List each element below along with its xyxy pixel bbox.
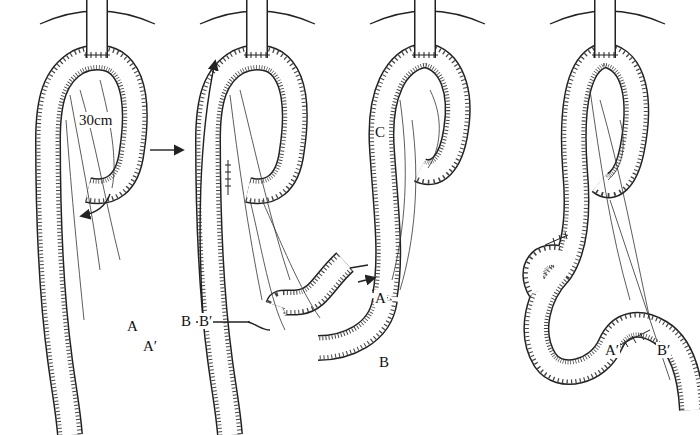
point-label: A′: [604, 342, 620, 358]
point-label: B: [180, 313, 192, 329]
point-label: 30cm: [78, 112, 113, 128]
bowel-loops: [48, 0, 692, 435]
point-label: B′: [198, 313, 213, 329]
point-label: C: [374, 124, 386, 140]
point-label: B′: [656, 342, 671, 358]
mesentery-vessels: [66, 80, 670, 380]
staple-line: [84, 52, 650, 347]
point-label: A′: [142, 338, 158, 354]
point-label: B: [378, 354, 390, 370]
diaphragm-arc: [40, 11, 665, 24]
point-label: A: [126, 318, 139, 334]
direction-arrow: [82, 62, 374, 315]
point-label: A: [374, 290, 387, 306]
